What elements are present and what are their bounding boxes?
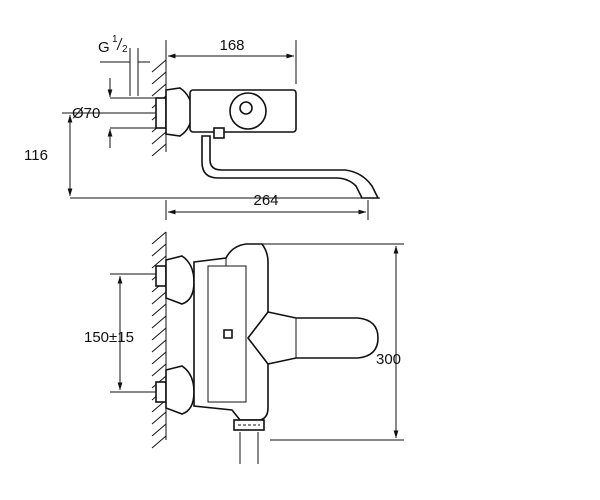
front-lower-connector [155,381,167,403]
front-lower-rosette [165,365,195,415]
dimension-116: 116 [24,112,156,197]
dim-label-diameter: Ø70 [72,105,100,122]
front-handle-lever [246,311,379,365]
top-view: 168 264 116 Ø70 G [24,34,380,220]
top-body-nut [213,127,225,139]
dimension-300: 300 [262,243,404,441]
front-body-mark [223,329,233,339]
front-view: 150±15 300 [84,231,404,464]
dimension-150: 150±15 [84,273,156,393]
dim-label-168: 168 [219,37,244,54]
dim-label-264: 264 [253,192,278,209]
dim-label-150: 150±15 [84,329,134,346]
dimension-thread: G 1 2 [98,34,150,96]
top-spout [201,135,380,199]
dim-label-116: 116 [24,147,48,164]
thread-numerator: 1 [112,34,118,45]
dimension-168: 168 [165,37,297,84]
top-handle-center [239,101,253,115]
top-wall-rosette [165,87,193,137]
front-body-facet [207,265,247,403]
dim-label-300: 300 [376,351,401,368]
dimension-264: 264 [165,192,369,220]
thread-letter: G [98,39,110,56]
front-upper-connector [155,265,167,287]
front-upper-rosette [165,255,195,305]
front-bottom-outlet [233,419,265,464]
top-pipe-connector [155,97,167,129]
front-wall-hatching [151,231,167,449]
thread-denominator: 2 [122,44,128,55]
dimension-diameter-70: Ø70 [72,78,156,148]
